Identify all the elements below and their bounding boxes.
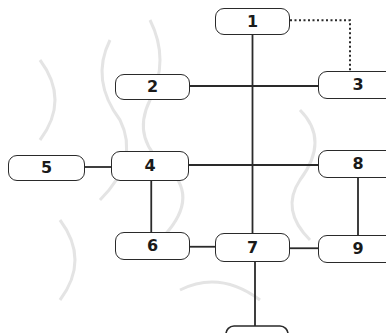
node-number: 4 (144, 158, 155, 174)
connector-line (189, 164, 318, 166)
process-box: 5 (8, 155, 85, 181)
node-number: 1 (247, 14, 258, 30)
node-number: 5 (41, 160, 52, 176)
partial-box (226, 326, 288, 333)
process-box: 2 (115, 74, 190, 100)
process-box: 3 (318, 71, 386, 99)
connector-line (252, 35, 254, 233)
process-box: 9 (318, 235, 386, 263)
node-number: 3 (352, 77, 363, 93)
process-box: 1 (215, 8, 290, 35)
node-number: 8 (352, 156, 363, 172)
connector-line (150, 181, 152, 232)
connector-line (85, 166, 111, 168)
node-number: 6 (147, 238, 158, 254)
node-number: 7 (247, 240, 258, 256)
down-line (254, 262, 256, 333)
node-number: 9 (352, 241, 363, 257)
process-box: 7 (215, 233, 290, 262)
dotted-connector (290, 20, 350, 71)
node-number: 2 (147, 79, 158, 95)
offscreen-link (226, 262, 288, 333)
connector-line (190, 246, 215, 248)
connector-line (357, 178, 359, 235)
process-box: 6 (115, 232, 190, 260)
connector-line (190, 85, 318, 87)
process-box: 8 (318, 150, 386, 178)
connector-line (290, 247, 318, 249)
process-box: 4 (111, 151, 189, 181)
